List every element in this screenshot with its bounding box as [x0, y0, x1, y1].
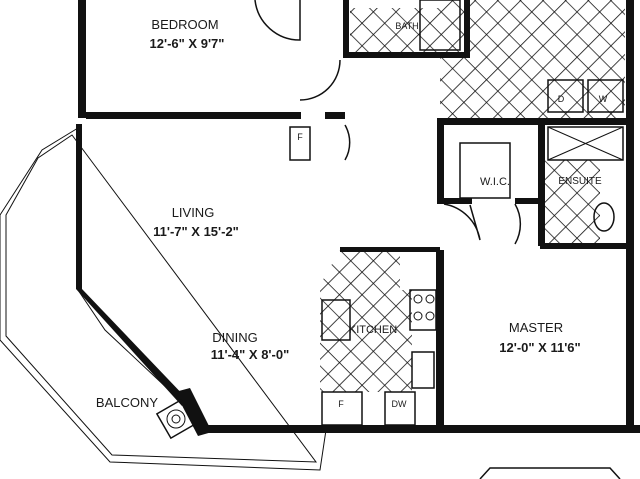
ensuite-label: ENSUITE — [558, 176, 602, 187]
walls — [76, 0, 640, 436]
living-size: 11'-7" X 15'-2" — [153, 224, 239, 239]
washer-label: W — [599, 94, 608, 104]
living-label: LIVING — [172, 205, 215, 220]
bath-tile — [350, 8, 440, 56]
balcony-label: BALCONY — [96, 395, 158, 410]
ensuite-tile — [545, 160, 600, 245]
kitchen-label: KITCHEN — [349, 324, 397, 336]
dining-size: 11'-4" X 8'-0" — [211, 347, 290, 362]
wic-label: W.I.C. — [480, 176, 510, 188]
hall-fridge-label: F — [297, 132, 303, 142]
laundry-tile — [440, 0, 625, 118]
dining-label: DINING — [212, 330, 258, 345]
master-label: MASTER — [509, 320, 563, 335]
dishwasher-label: DW — [392, 399, 407, 409]
bath-label: BATH — [395, 21, 418, 31]
bedroom-label: BEDROOM — [151, 17, 218, 32]
kitchen-tile — [320, 250, 412, 392]
balcony-area — [0, 127, 327, 471]
master-size: 12'-0" X 11'6" — [499, 340, 580, 355]
dryer-label: D — [558, 94, 565, 104]
bedroom-size: 12'-6" X 9'7" — [150, 36, 225, 51]
kitchen-fridge-label: F — [338, 399, 344, 409]
